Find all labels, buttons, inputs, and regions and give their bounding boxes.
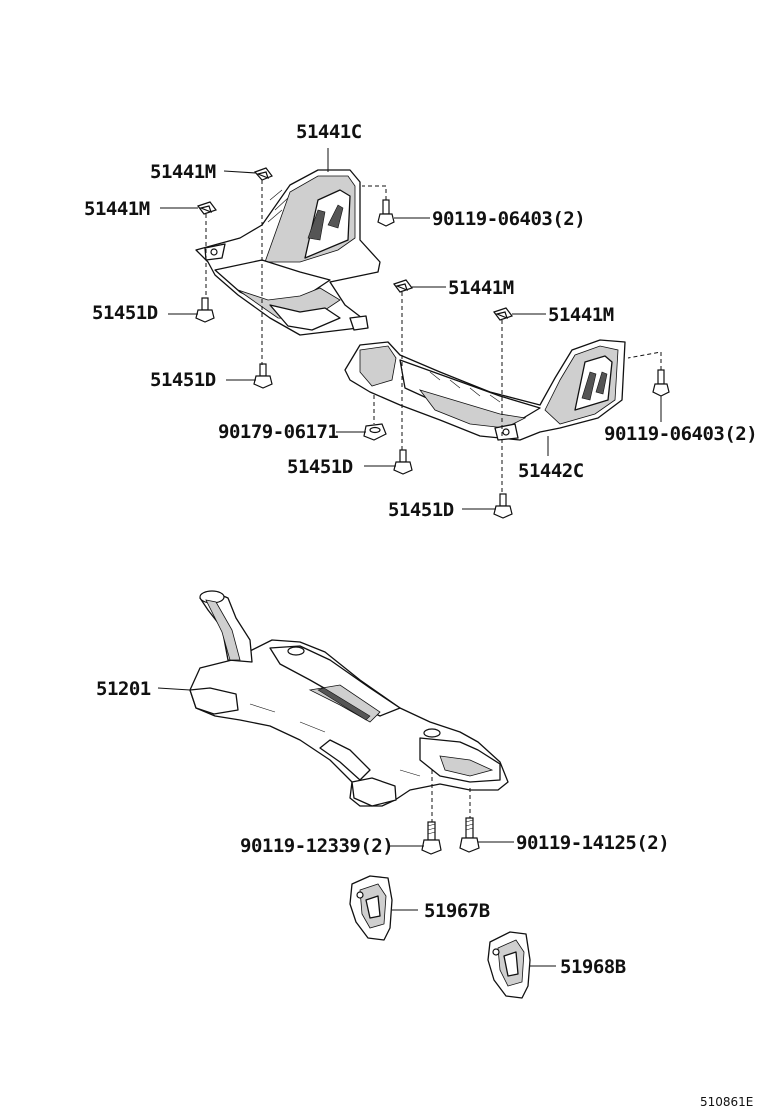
label-51968b: 51968B bbox=[560, 956, 626, 978]
label-51451d-4: 51451D bbox=[388, 499, 454, 521]
clip-51441m-a bbox=[253, 167, 273, 181]
clip-51441m-d bbox=[493, 307, 513, 321]
label-90119-06403-2: 90119-06403(2) bbox=[604, 423, 757, 445]
label-90119-14125: 90119-14125(2) bbox=[516, 832, 669, 854]
nut-90179-06171 bbox=[363, 423, 387, 441]
label-51441m-1: 51441M bbox=[150, 161, 216, 183]
bolt-90119-12339 bbox=[421, 821, 442, 855]
label-51967b: 51967B bbox=[424, 900, 490, 922]
bolt-51451d-c bbox=[393, 449, 413, 475]
label-90119-06403-1: 90119-06403(2) bbox=[432, 208, 585, 230]
diagram-code: 510861E bbox=[700, 1095, 753, 1109]
part-51968b-bracket bbox=[487, 931, 531, 999]
label-90119-12339: 90119-12339(2) bbox=[240, 835, 393, 857]
bolt-51451d-d bbox=[493, 493, 513, 519]
label-51451d-2: 51451D bbox=[150, 369, 216, 391]
bolt-90119-14125 bbox=[459, 817, 480, 853]
label-90179-06171: 90179-06171 bbox=[218, 421, 338, 443]
part-51442c-cover bbox=[344, 339, 626, 441]
label-51442c: 51442C bbox=[518, 460, 584, 482]
label-51441m-3: 51441M bbox=[448, 277, 514, 299]
bolt-90119-06403-b bbox=[652, 369, 670, 397]
part-51441c-cover bbox=[195, 169, 381, 336]
label-51441m-2: 51441M bbox=[84, 198, 150, 220]
part-51967b-bracket bbox=[349, 875, 393, 941]
label-51441c: 51441C bbox=[296, 121, 362, 143]
clip-51441m-b bbox=[197, 201, 217, 215]
bolt-90119-06403-a bbox=[377, 199, 395, 227]
bolt-51451d-a bbox=[195, 297, 215, 323]
bolt-51451d-b bbox=[253, 363, 273, 389]
label-51441m-4: 51441M bbox=[548, 304, 614, 326]
label-51201: 51201 bbox=[96, 678, 151, 700]
label-51451d-3: 51451D bbox=[287, 456, 353, 478]
part-51201-crossmember bbox=[189, 590, 509, 807]
label-51451d-1: 51451D bbox=[92, 302, 158, 324]
clip-51441m-c bbox=[393, 279, 413, 293]
